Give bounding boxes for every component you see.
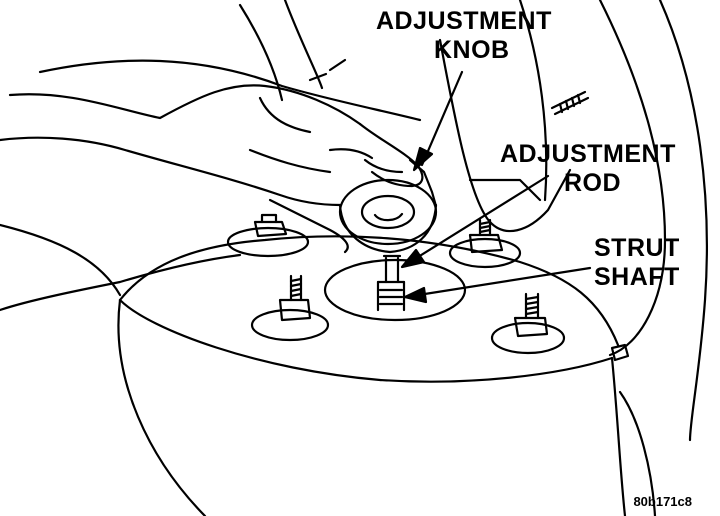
label-strut-shaft-line2: SHAFT (594, 263, 680, 291)
label-adjustment-rod-line2: ROD (564, 169, 622, 197)
mounting-stud-front-right (490, 292, 566, 355)
mounting-stud-front-left (250, 274, 330, 342)
label-adjustment-knob-line2: KNOB (434, 36, 510, 64)
adjustment-rod (382, 254, 402, 284)
hand (0, 84, 424, 312)
leader-adjustment-knob (412, 70, 464, 172)
fender-body-outline (38, 0, 708, 442)
mounting-stud-rear-right (448, 218, 522, 269)
label-adjustment-rod: ADJUSTMENT ROD (500, 140, 676, 198)
label-adjustment-knob: ADJUSTMENT KNOB (376, 7, 552, 65)
strut-shaft (376, 280, 406, 312)
leader-strut-shaft (403, 266, 592, 304)
strut-tower (0, 223, 657, 516)
label-adjustment-knob-line1: ADJUSTMENT (376, 7, 552, 35)
label-adjustment-rod-line1: ADJUSTMENT (500, 140, 676, 168)
leader-adjustment-rod (400, 174, 550, 269)
label-strut-shaft: STRUT SHAFT (594, 234, 680, 292)
strut-shaft-opening (323, 258, 467, 322)
mounting-stud-rear-left (226, 213, 310, 258)
figure-reference-id: 80b171c8 (633, 494, 692, 509)
label-strut-shaft-line1: STRUT (594, 234, 680, 262)
